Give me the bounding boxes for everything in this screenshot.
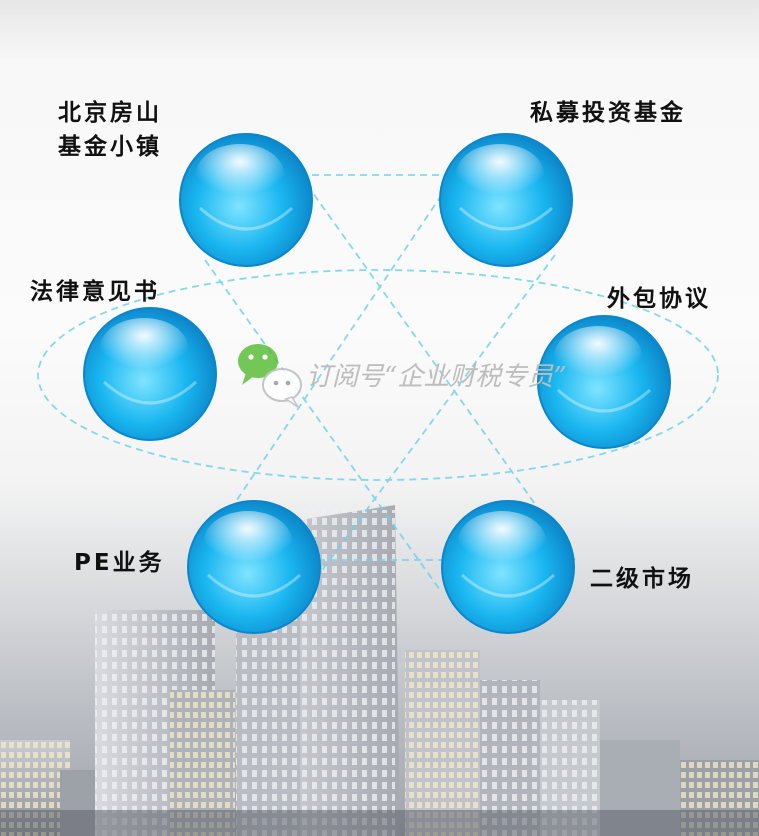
label-line: 法律意见书 <box>30 279 160 305</box>
wechat-icon <box>238 344 302 408</box>
sphere-node-private-fund <box>439 133 573 267</box>
label-line: 基金小镇 <box>58 134 162 160</box>
label-line: 私募投资基金 <box>530 100 686 126</box>
node-label-legal-opinion: 法律意见书 <box>30 275 160 309</box>
sphere-node-pe-business <box>187 500 321 634</box>
label-line: PE业务 <box>74 550 165 576</box>
node-label-outsourcing: 外包协议 <box>607 282 711 316</box>
label-line: 外包协议 <box>607 286 711 312</box>
sphere-node-outsourcing <box>537 315 671 449</box>
watermark-text: 订阅号“企业财税专员” <box>306 362 567 392</box>
sphere-node-secondary-market <box>441 500 575 634</box>
node-label-secondary-market: 二级市场 <box>590 562 694 596</box>
sphere-node-beijing-fangshan <box>179 133 313 267</box>
connector-line <box>204 259 441 591</box>
connector-line <box>299 174 576 561</box>
connector-ellipse <box>37 269 719 481</box>
label-line: 北京房山 <box>58 100 162 126</box>
sphere-node-legal-opinion <box>83 307 217 441</box>
wechat-watermark <box>238 344 302 408</box>
node-label-pe-business: PE业务 <box>74 546 165 580</box>
node-label-beijing-fangshan: 北京房山 基金小镇 <box>58 96 162 164</box>
node-label-private-fund: 私募投资基金 <box>530 96 686 130</box>
connector-line <box>209 174 456 541</box>
label-line: 二级市场 <box>590 566 694 592</box>
